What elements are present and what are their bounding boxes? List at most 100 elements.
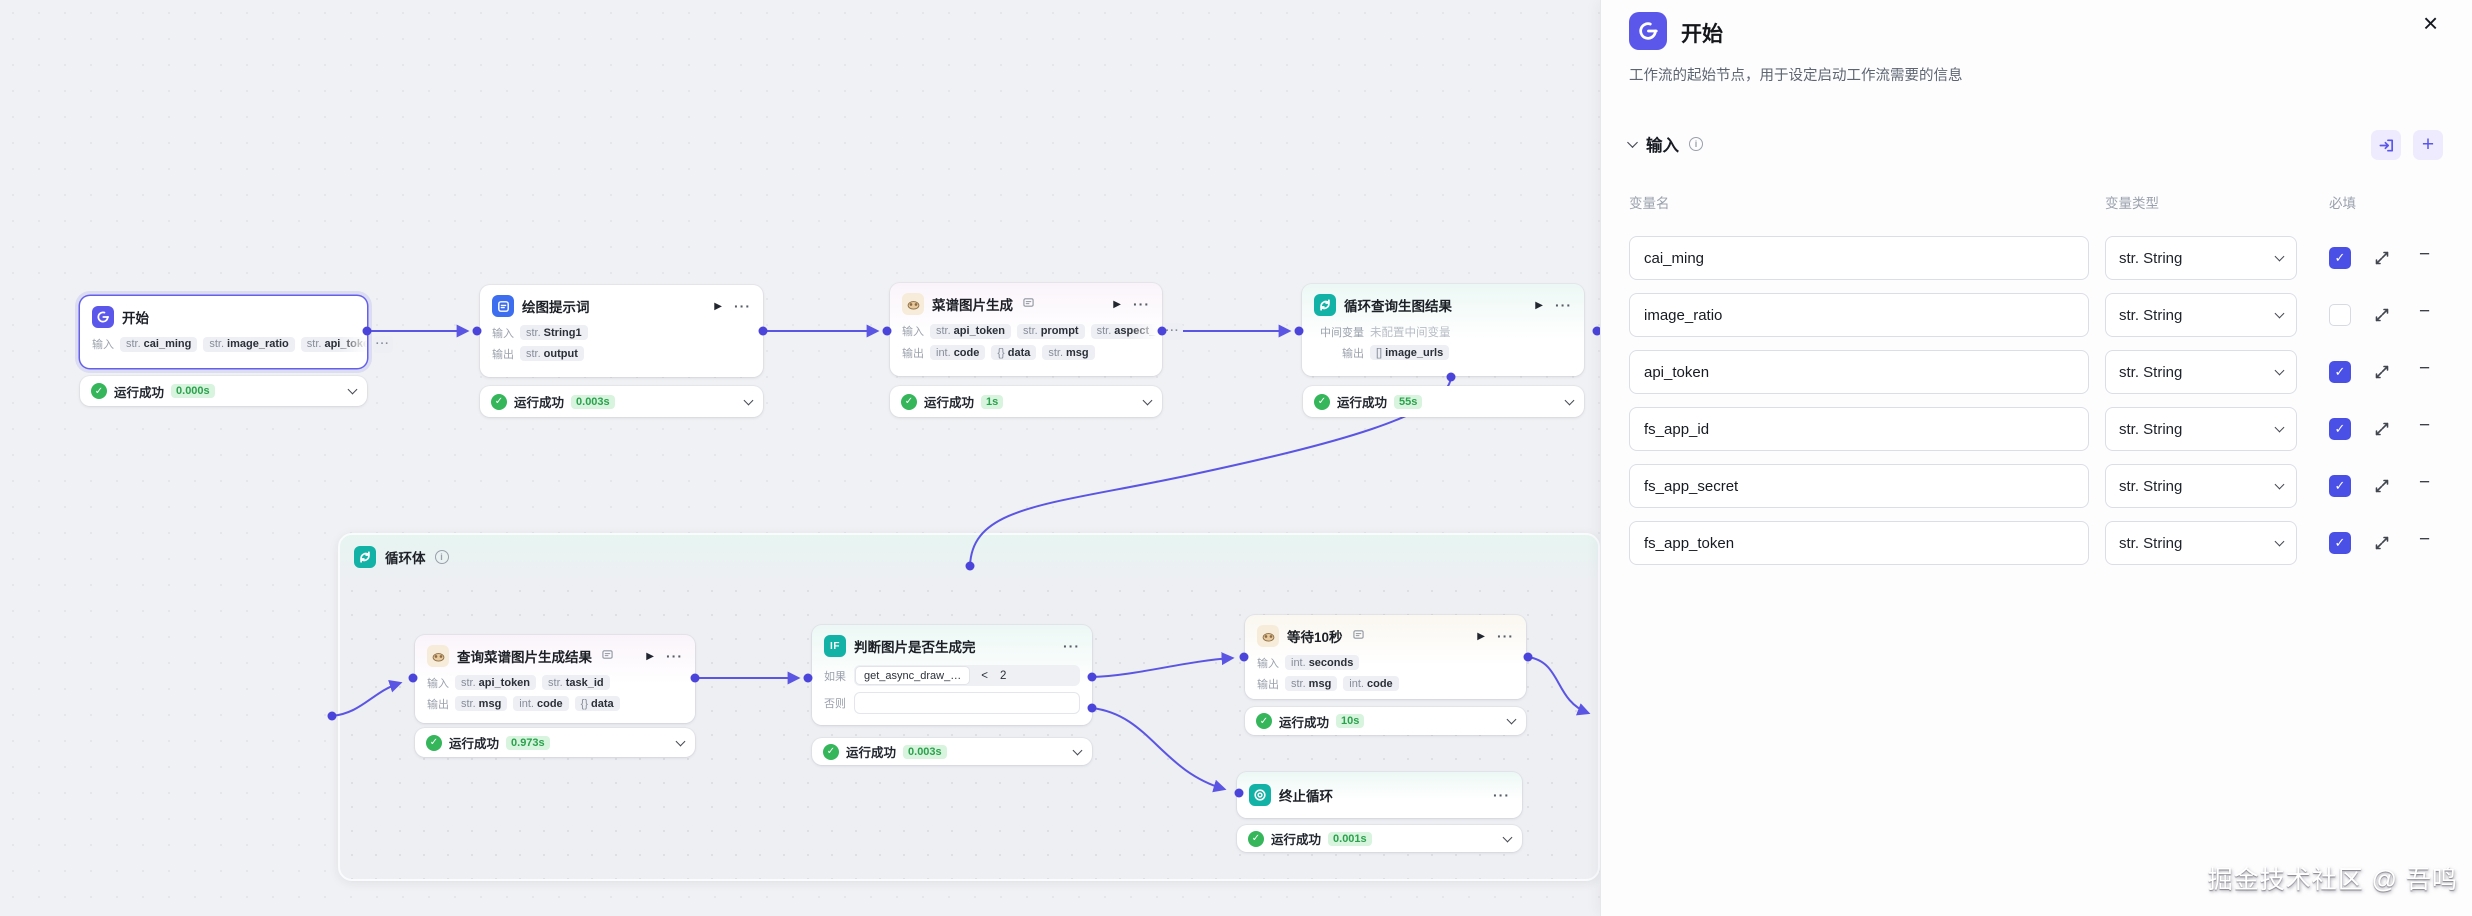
duration-badge: 0.003s [571, 394, 615, 409]
more-chips-button[interactable]: ··· [1162, 322, 1183, 340]
condition-box[interactable]: get_async_draw_… < 2 [854, 665, 1080, 686]
node-status-bar[interactable]: ✓ 运行成功 0.003s [812, 738, 1092, 765]
node-status-bar[interactable]: ✓ 运行成功 0.973s [415, 728, 695, 757]
run-node-button[interactable]: ▶ [1113, 298, 1121, 310]
expand-icon[interactable] [2373, 477, 2391, 500]
info-icon: i [1689, 137, 1703, 151]
loop-icon [1314, 294, 1336, 316]
node-wait-10s[interactable]: 等待10秒 ▶ ··· 输入 int.seconds 输出 str.msg in… [1245, 615, 1526, 699]
terminate-loop-icon [1249, 784, 1271, 806]
var-chip: str.task_id [542, 675, 610, 690]
variable-row: str. String ✓ − [1629, 293, 2445, 337]
variable-type-select[interactable]: str. String [2105, 236, 2297, 280]
node-more-button[interactable]: ··· [1133, 296, 1150, 312]
node-draw-prompt[interactable]: 绘图提示词 ▶ ··· 输入 str.String1 输出 str.output [480, 285, 763, 377]
node-recipe-image-gen[interactable]: 菜谱图片生成 ▶ ··· 输入 str.api_token str.prompt… [890, 283, 1183, 376]
remove-variable-icon[interactable]: − [2419, 529, 2431, 550]
variable-type-select[interactable]: str. String [2105, 521, 2297, 565]
node-if-condition[interactable]: IF 判断图片是否生成完 ··· 如果 get_async_draw_… < 2… [812, 625, 1092, 725]
row-label: 输入 [92, 339, 114, 351]
variable-name-input[interactable] [1629, 521, 2089, 565]
else-box[interactable] [854, 692, 1080, 714]
expand-icon[interactable] [2373, 363, 2391, 386]
run-node-button[interactable]: ▶ [1477, 630, 1485, 642]
remove-variable-icon[interactable]: − [2419, 415, 2431, 436]
node-status-bar[interactable]: ✓ 运行成功 0.000s [80, 376, 367, 406]
variable-type-select[interactable]: str. String [2105, 350, 2297, 394]
chevron-down-icon [2274, 422, 2285, 432]
add-variable-button[interactable]: + [2413, 130, 2443, 160]
required-checkbox[interactable]: ✓ [2329, 361, 2351, 383]
close-icon[interactable]: × [2423, 8, 2439, 38]
more-chips-button[interactable]: ··· [372, 335, 393, 353]
var-chip: str.api_token [930, 323, 1012, 339]
success-icon: ✓ [426, 734, 442, 751]
node-status-bar[interactable]: ✓ 运行成功 0.001s [1237, 825, 1522, 852]
node-status-bar[interactable]: ✓ 运行成功 1s [890, 386, 1162, 417]
variable-name-input[interactable] [1629, 236, 2089, 280]
workflow-canvas[interactable]: 循环体 i 开始 输入 str.cai_ming [0, 0, 1600, 916]
run-node-button[interactable]: ▶ [1535, 299, 1543, 311]
node-status-bar[interactable]: ✓ 运行成功 10s [1245, 707, 1526, 735]
required-checkbox[interactable]: ✓ [2329, 418, 2351, 440]
expand-icon[interactable] [2373, 306, 2391, 329]
node-title: 等待10秒 [1287, 630, 1343, 645]
var-chip: str.api_token [300, 336, 367, 352]
node-status-bar[interactable]: ✓ 运行成功 55s [1303, 386, 1584, 417]
success-icon: ✓ [901, 393, 917, 410]
variable-type-select[interactable]: str. String [2105, 407, 2297, 451]
plugin-avatar-icon [902, 293, 924, 315]
remove-variable-icon[interactable]: − [2419, 301, 2431, 322]
start-icon [1629, 12, 1667, 50]
var-chip: str.api_token [455, 675, 537, 690]
required-checkbox[interactable]: ✓ [2329, 532, 2351, 554]
run-node-button[interactable]: ▶ [646, 650, 654, 662]
variable-type-select[interactable]: str. String [2105, 464, 2297, 508]
remove-variable-icon[interactable]: − [2419, 358, 2431, 379]
run-node-button[interactable]: ▶ [714, 300, 722, 312]
chevron-down-icon[interactable] [1142, 395, 1153, 405]
required-checkbox[interactable]: ✓ [2329, 304, 2351, 326]
node-status-bar[interactable]: ✓ 运行成功 0.003s [480, 386, 763, 417]
chevron-down-icon[interactable] [347, 384, 358, 395]
note-icon [602, 647, 613, 665]
chevron-down-icon[interactable] [1502, 832, 1513, 842]
chevron-down-icon[interactable] [1072, 745, 1083, 755]
remove-variable-icon[interactable]: − [2419, 472, 2431, 493]
chevron-down-icon [2274, 479, 2285, 489]
required-checkbox[interactable]: ✓ [2329, 247, 2351, 269]
node-more-button[interactable]: ··· [1493, 787, 1510, 803]
loop-icon [354, 546, 376, 568]
condition-variable[interactable]: get_async_draw_… [856, 667, 970, 684]
variable-type-select[interactable]: str. String [2105, 293, 2297, 337]
variable-name-input[interactable] [1629, 407, 2089, 451]
node-title: 循环查询生图结果 [1344, 299, 1452, 314]
section-chevron-down-icon[interactable] [1627, 136, 1638, 148]
node-more-button[interactable]: ··· [1555, 297, 1572, 313]
chevron-down-icon[interactable] [675, 736, 686, 746]
node-more-button[interactable]: ··· [734, 298, 751, 314]
chevron-down-icon [2274, 536, 2285, 546]
var-chip: str.msg [1285, 676, 1338, 691]
node-start[interactable]: 开始 输入 str.cai_ming str.image_ratio str.a… [80, 296, 393, 368]
chevron-down-icon[interactable] [1564, 395, 1575, 405]
node-more-button[interactable]: ··· [1063, 638, 1080, 654]
expand-icon[interactable] [2373, 534, 2391, 557]
node-terminate-loop[interactable]: 终止循环 ··· [1237, 772, 1522, 818]
variable-name-input[interactable] [1629, 293, 2089, 337]
node-more-button[interactable]: ··· [1497, 628, 1514, 644]
remove-variable-icon[interactable]: − [2419, 244, 2431, 265]
chevron-down-icon[interactable] [743, 395, 754, 405]
condition-value: 2 [999, 669, 1007, 682]
chevron-down-icon[interactable] [1506, 714, 1517, 725]
node-query-recipe-image-result[interactable]: 查询菜谱图片生成结果 ▶ ··· 输入 str.api_token str.ta… [415, 635, 695, 723]
success-icon: ✓ [1256, 713, 1272, 729]
expand-icon[interactable] [2373, 420, 2391, 443]
required-checkbox[interactable]: ✓ [2329, 475, 2351, 497]
node-more-button[interactable]: ··· [666, 648, 683, 664]
variable-name-input[interactable] [1629, 350, 2089, 394]
variable-name-input[interactable] [1629, 464, 2089, 508]
import-variables-button[interactable] [2371, 130, 2401, 160]
node-loop-query-result[interactable]: 循环查询生图结果 ▶ ··· 中间变量 未配置中间变量 输出 []image_u… [1302, 284, 1584, 376]
expand-icon[interactable] [2373, 249, 2391, 272]
